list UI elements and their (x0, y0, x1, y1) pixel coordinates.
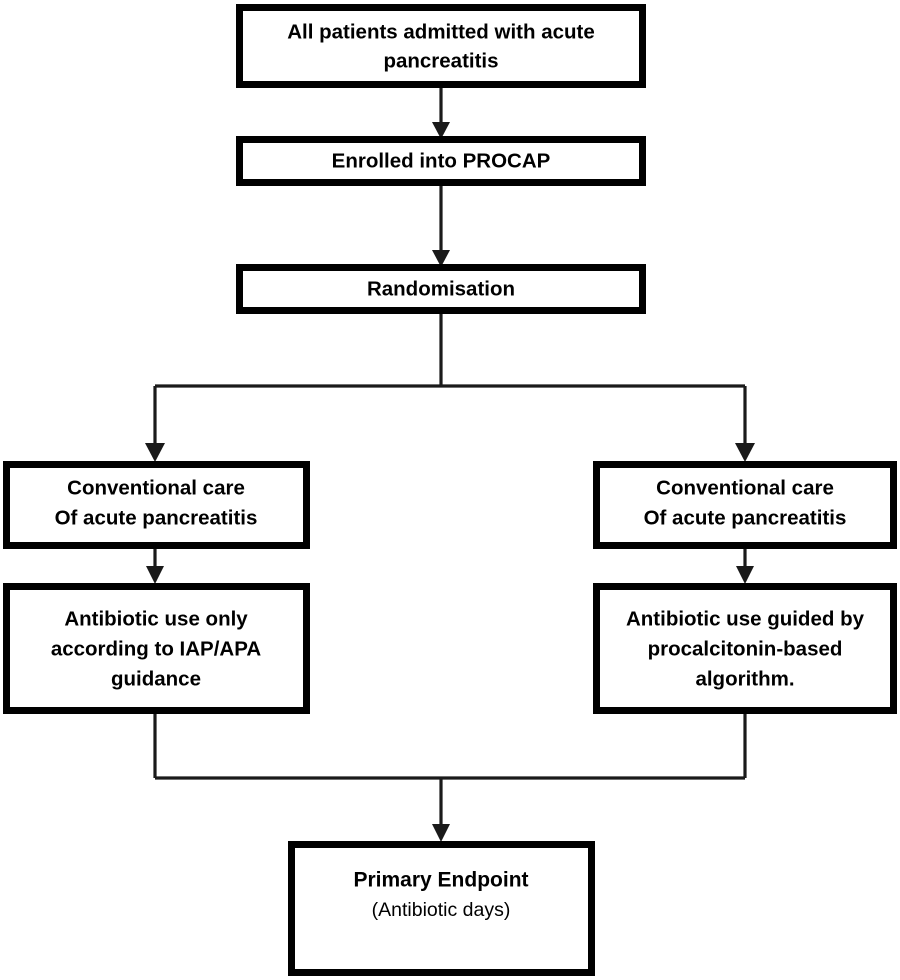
node-randomisation: Randomisation (236, 264, 646, 314)
node-all-patients-admitted-line2: pancreatitis (383, 49, 498, 72)
node-primary-endpoint: Primary Endpoint (Antibiotic days) (288, 841, 595, 976)
node-right-conventional-care-line1: Conventional care (656, 476, 834, 499)
node-left-conventional-care: Conventional care Of acute pancreatitis (3, 461, 310, 549)
node-left-antibiotic-use-line2: according to IAP/APA (51, 637, 262, 660)
node-primary-endpoint-subtitle: (Antibiotic days) (372, 899, 511, 921)
connector-enrolled-to-randomisation (432, 186, 450, 267)
connector-merge-to-endpoint (153, 714, 747, 842)
node-right-antibiotic-use-line1: Antibiotic use guided by (626, 607, 865, 630)
connector-right-care-to-right-antibiotic (736, 549, 754, 584)
node-randomisation-line1: Randomisation (367, 277, 515, 300)
node-left-antibiotic-use: Antibiotic use only according to IAP/APA… (3, 583, 310, 714)
connector-left-care-to-left-antibiotic (146, 549, 164, 584)
connector-randomisation-split (145, 314, 755, 462)
node-right-antibiotic-use-line3: algorithm. (695, 667, 794, 690)
node-left-antibiotic-use-line1: Antibiotic use only (64, 607, 248, 630)
node-all-patients-admitted: All patients admitted with acute pancrea… (236, 4, 646, 88)
node-right-conventional-care-line2: Of acute pancreatitis (644, 506, 847, 529)
node-right-antibiotic-use-line2: procalcitonin-based (648, 637, 843, 660)
node-all-patients-admitted-line1: All patients admitted with acute (287, 20, 595, 43)
node-left-antibiotic-use-line3: guidance (111, 667, 201, 690)
node-right-antibiotic-use: Antibiotic use guided by procalcitonin-b… (593, 583, 897, 714)
node-right-conventional-care: Conventional care Of acute pancreatitis (593, 461, 897, 549)
node-primary-endpoint-title: Primary Endpoint (353, 869, 528, 892)
node-left-conventional-care-line2: Of acute pancreatitis (55, 506, 258, 529)
node-left-conventional-care-line1: Conventional care (67, 476, 245, 499)
node-enrolled-into-procap-line1: Enrolled into PROCAP (332, 149, 551, 172)
connector-admitted-to-enrolled (432, 88, 450, 139)
node-enrolled-into-procap: Enrolled into PROCAP (236, 136, 646, 186)
